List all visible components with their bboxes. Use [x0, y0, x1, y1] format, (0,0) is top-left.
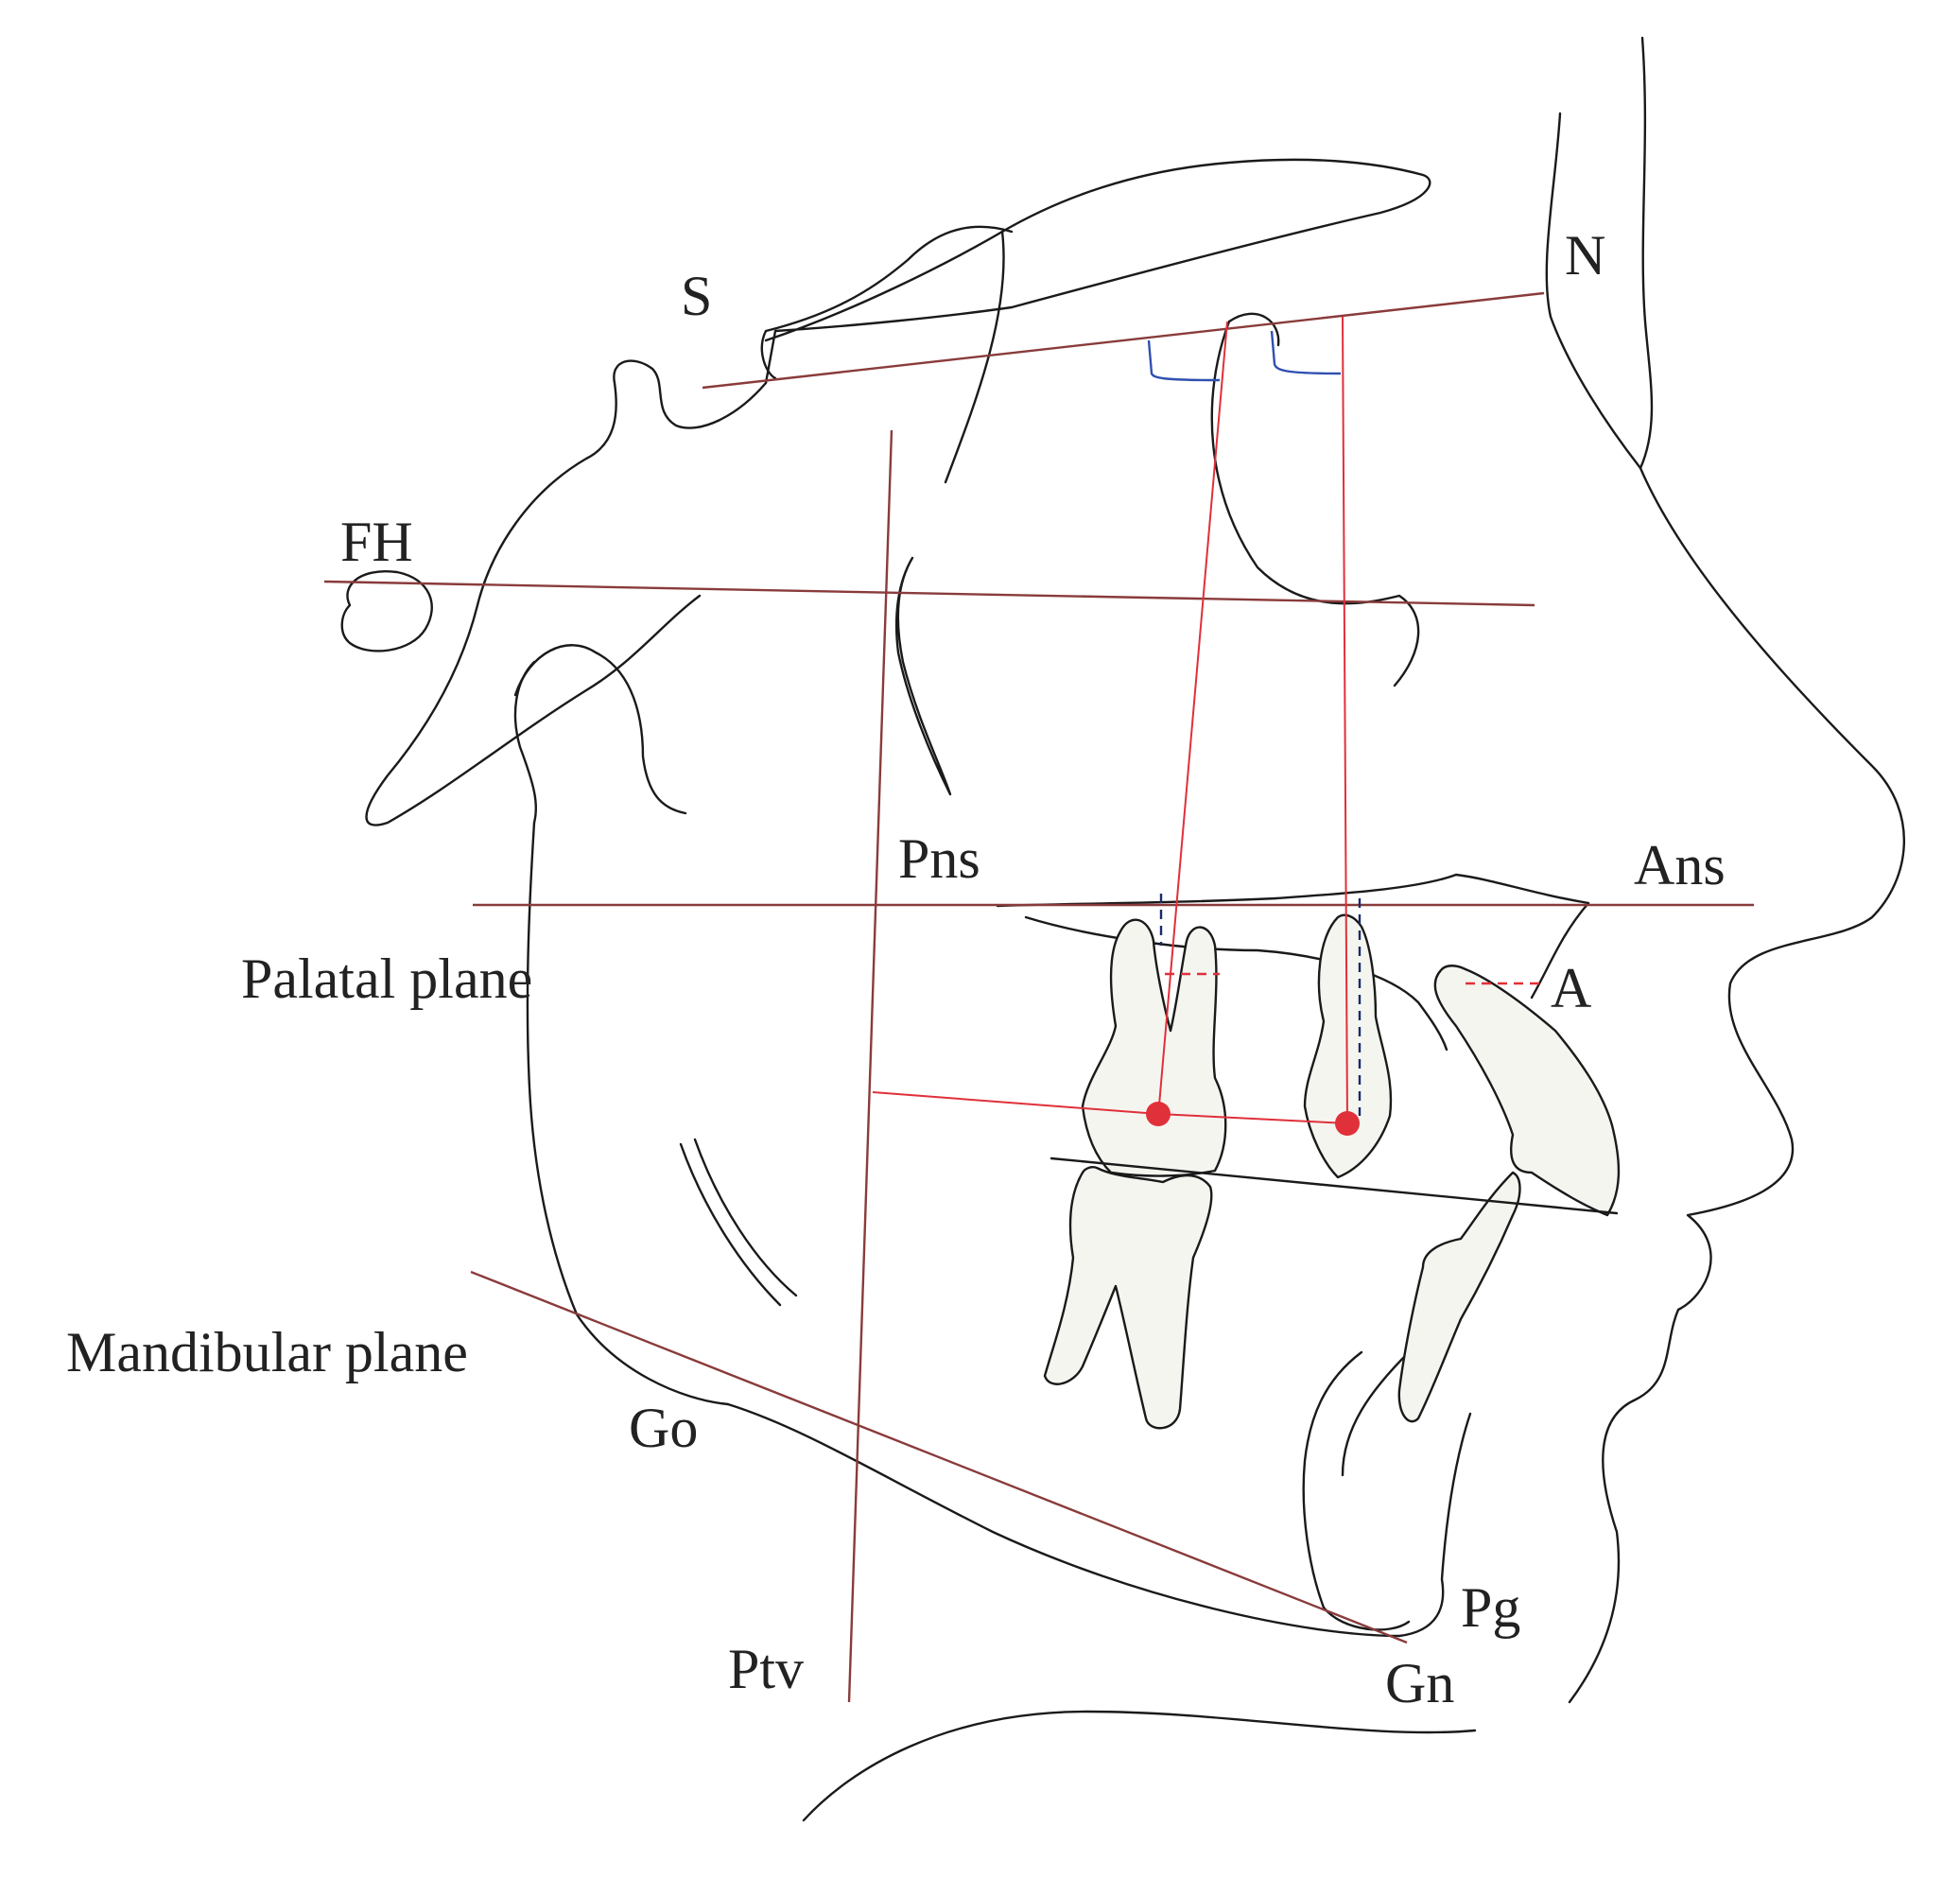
symphysis-inner-outline: [1341, 1350, 1411, 1477]
ptv-line: [847, 429, 893, 1703]
neck-outline: [802, 1710, 1477, 1822]
orbit-outline: [1210, 320, 1420, 687]
teeth: [1043, 913, 1621, 1430]
measurement-lines: [872, 316, 1546, 1136]
mandibular-canal-line-1: [679, 1142, 782, 1307]
sphenoid-planum: [760, 225, 1014, 380]
maxilla-palate-outline: [996, 873, 1590, 908]
label-gn: Gn: [1385, 1652, 1454, 1714]
label-fh: FH: [340, 511, 413, 573]
orbit-inner-outline: [1227, 312, 1280, 347]
label-pns: Pns: [898, 827, 980, 890]
sella-turcica: [365, 359, 768, 826]
label-palatal-plane: Palatal plane: [241, 948, 532, 1010]
molar-to-premolar-line: [1157, 1113, 1348, 1124]
upper-first-molar: [1081, 918, 1227, 1177]
molar-perpendicular-line: [1157, 321, 1228, 1117]
mandible-lower-border: [726, 1402, 1472, 1638]
label-n: N: [1565, 224, 1605, 287]
molar-right-angle-marker: [1147, 339, 1221, 382]
label-pg: Pg: [1461, 1576, 1520, 1639]
ear-rod-outline: [340, 570, 433, 652]
fh-plane-line: [323, 580, 1535, 607]
ramus-posterior-border: [526, 821, 730, 1406]
right-angle-markers: [1147, 330, 1342, 382]
anatomical-outlines: [340, 36, 1906, 1822]
label-a: A: [1551, 957, 1591, 1019]
lower-central-incisor: [1397, 1171, 1521, 1423]
premolar-point: [1335, 1111, 1360, 1136]
a-point-concavity: [1530, 901, 1590, 1000]
reference-planes: [323, 291, 1754, 1703]
molar-point: [1146, 1102, 1171, 1126]
frontal-bone-outline: [1545, 112, 1642, 470]
labels: S N FH Pns Ans Palatal plane A Mandibula…: [66, 224, 1726, 1714]
molar-to-ptv-line: [872, 1091, 1159, 1115]
sn-line: [702, 291, 1545, 390]
premolar-perpendicular-line: [1342, 316, 1348, 1124]
condyle-head-outline: [513, 644, 687, 815]
premolar-right-angle-marker: [1270, 330, 1342, 375]
pterygomaxillary-fissure: [894, 556, 952, 796]
maxilla-lower-outline: [1024, 915, 1448, 1052]
lower-first-molar: [1043, 1166, 1213, 1430]
label-s: S: [681, 265, 712, 327]
mandibular-canal-line-2: [693, 1138, 798, 1297]
dashed-guides: [1159, 894, 1362, 1116]
anterior-cranial-base: [764, 158, 1431, 385]
symphysis-outline: [1302, 1350, 1411, 1631]
soft-tissue-profile: [1568, 466, 1906, 1704]
label-ans: Ans: [1634, 834, 1726, 896]
nasal-bone-outline: [1639, 36, 1654, 470]
mandibular-plane-line: [470, 1270, 1408, 1644]
label-go: Go: [629, 1397, 698, 1459]
label-ptv: Ptv: [728, 1638, 804, 1700]
occlusal-plane-line: [1049, 1156, 1619, 1215]
greater-wing-line: [944, 230, 1005, 484]
upper-central-incisor: [1433, 965, 1621, 1217]
label-mandibular-plane: Mandibular plane: [66, 1321, 468, 1383]
